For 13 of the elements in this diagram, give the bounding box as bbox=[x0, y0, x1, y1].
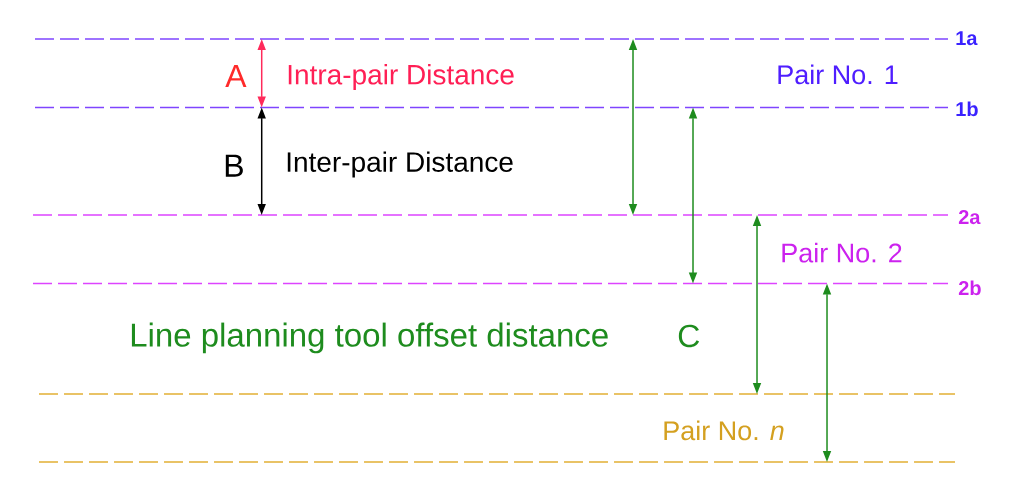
dimension-letter: A bbox=[225, 65, 247, 87]
line-label: 1b bbox=[956, 101, 978, 117]
line-label: 2a bbox=[958, 210, 981, 225]
line-label: 1a bbox=[956, 31, 978, 46]
dimension-text: Intra-pair Distance bbox=[288, 64, 514, 91]
dimension-text: Inter-pair Distance bbox=[287, 151, 513, 178]
line-label: 2b bbox=[958, 280, 981, 296]
pair-label: Pair No. 2 bbox=[782, 242, 902, 263]
dimension-letter: C bbox=[678, 324, 700, 348]
dimension-letter: B bbox=[225, 154, 243, 177]
dimension-text: Line planning tool offset distance bbox=[131, 322, 608, 354]
pair-label: Pair No. n bbox=[664, 420, 784, 441]
pair-label: Pair No. 1 bbox=[778, 64, 898, 85]
